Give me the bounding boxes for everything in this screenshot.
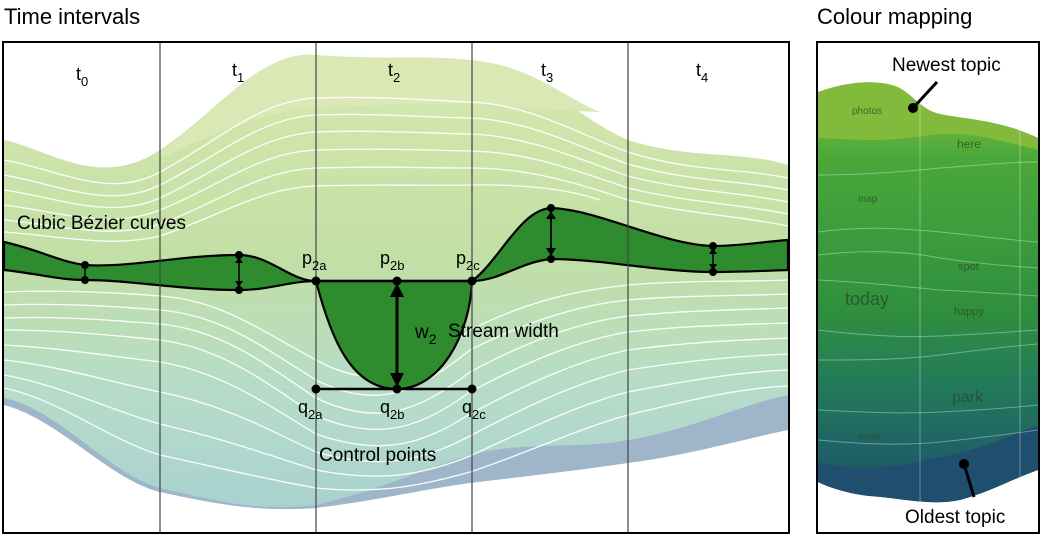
newest-topic-pointer xyxy=(908,80,939,113)
topic-word-spot: spot xyxy=(958,261,979,273)
width-arrow-t1 xyxy=(235,251,243,294)
annotation-control-points: Control points xyxy=(319,445,436,466)
label-p2c: p2c xyxy=(456,248,480,273)
newest-topic-layer xyxy=(818,82,1038,150)
topic-word-today: today xyxy=(845,289,889,309)
oldest-topic-layer xyxy=(818,426,1038,503)
label-p2b: p2b xyxy=(380,248,404,273)
colour-mapping-body xyxy=(818,82,1038,503)
interval-label-t0: t0 xyxy=(76,64,88,89)
interval-label-t2: t2 xyxy=(388,60,400,85)
width-arrow-t4 xyxy=(709,242,717,276)
interval-separators xyxy=(159,43,629,532)
interval-label-t1: t1 xyxy=(232,60,244,85)
label-p2a: p2a xyxy=(302,248,327,273)
annotation-stream-width: Stream width xyxy=(448,321,559,342)
control-point-labels: p2a p2b p2c q2a q2b q2c xyxy=(298,248,486,422)
oldest-topic-pointer xyxy=(959,459,976,498)
topic-word-here: here xyxy=(957,137,981,151)
topic-word-happy: happy xyxy=(954,306,984,318)
control-point-q2c xyxy=(467,384,477,394)
topic-word-photos: photos xyxy=(852,106,882,117)
time-intervals-heading: Time intervals xyxy=(4,4,141,29)
control-point-q2b xyxy=(392,384,402,394)
colour-mapping-stream: photos here map spot today happy park mo… xyxy=(818,80,1038,510)
control-point-p2c xyxy=(467,276,477,286)
topic-word-more: more xyxy=(858,432,881,443)
oldest-topic-label: Oldest topic xyxy=(905,507,1005,528)
annotation-width-symbol: w2 xyxy=(414,322,437,347)
control-point-p2b xyxy=(392,276,402,286)
interval-labels: t0 t1 t2 t3 t4 xyxy=(76,60,708,89)
control-point-p2a xyxy=(311,276,321,286)
topic-word-park: park xyxy=(952,389,984,406)
label-q2b: q2b xyxy=(380,397,404,422)
label-q2a: q2a xyxy=(298,397,323,422)
left-panel-frame xyxy=(2,41,790,534)
right-panel-frame xyxy=(816,41,1040,534)
width-arrow-t3 xyxy=(546,204,556,263)
width-arrows xyxy=(81,204,717,294)
topic-word-map: map xyxy=(858,194,878,205)
colour-mapping-boundaries xyxy=(818,80,1038,510)
layer-boundaries xyxy=(4,96,788,491)
stream-width-arrow-head-top xyxy=(390,283,404,297)
newest-topic-label: Newest topic xyxy=(892,55,1001,76)
control-point-geometry xyxy=(311,276,477,394)
newest-layer xyxy=(160,54,600,158)
control-point-q2a xyxy=(311,384,321,394)
stream-width-arrow-head-bottom xyxy=(390,373,404,387)
width-arrow-t0 xyxy=(81,261,89,284)
label-q2c: q2c xyxy=(462,397,486,422)
interval-label-t3: t3 xyxy=(541,60,553,85)
interval-label-t4: t4 xyxy=(696,60,708,85)
annotation-cubic-bezier-curves: Cubic Bézier curves xyxy=(17,213,186,234)
colour-mapping-heading: Colour mapping xyxy=(817,4,973,29)
